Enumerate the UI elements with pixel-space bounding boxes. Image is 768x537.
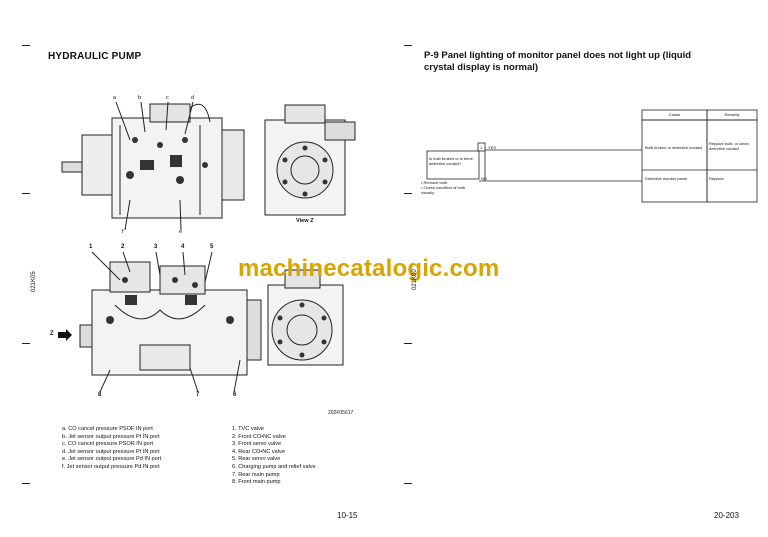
part-item: 5. Rear servo valve	[232, 456, 281, 463]
callout-c: c	[166, 95, 169, 101]
callout-7: 7	[196, 392, 200, 398]
remedy-1: Replace bulb, or clean defective contact	[709, 141, 749, 151]
ports-list: a. CO cancel pressure PSOF IN port b. Je…	[62, 426, 232, 472]
margin-mark	[404, 45, 412, 46]
callout-4: 4	[181, 244, 185, 250]
port-item: b. Jet sensor output pressure Pt IN port	[62, 433, 160, 440]
margin-mark	[404, 483, 412, 484]
no-label: NO	[481, 176, 487, 181]
part-item: 1. TVC valve	[232, 426, 264, 432]
yes-label: YES	[488, 145, 497, 150]
margin-mark	[22, 483, 30, 484]
cause-1: Bulb broken or defective contact	[645, 145, 703, 150]
part-item: 2. Front CO•NC valve	[232, 433, 286, 440]
parts-list: 1. TVC valve 2. Front CO•NC valve 3. Fro…	[232, 426, 392, 487]
question-text: Is bulb broken or is there defective con…	[429, 156, 474, 166]
part-item: 8. Front main pump	[232, 479, 281, 486]
margin-mark	[22, 45, 30, 46]
header-cause: Cause	[668, 112, 681, 117]
view-arrow-icon	[58, 329, 72, 341]
port-item: e. Jet sensor output pressure Pd IN port	[62, 456, 162, 463]
margin-mark	[22, 193, 30, 194]
port-item: c. CO cancel pressure PSOR IN port	[62, 441, 154, 448]
page-title: HYDRAULIC PUMP	[48, 51, 142, 62]
figure-code: 202F05617	[328, 410, 354, 416]
notes: • Remove bulb. • Check condition of bulb…	[421, 180, 477, 195]
watermark: machinecatalogic.com	[238, 255, 500, 282]
view-label: View Z	[296, 218, 314, 224]
callout-b: b	[138, 95, 142, 101]
part-item: 6. Charging pump and relief valve	[232, 463, 316, 470]
page-number-right: 20-203	[714, 511, 739, 520]
margin-mark	[404, 343, 412, 344]
note-item: • Remove bulb.	[421, 180, 449, 185]
cause-2: Defective monitor panel	[645, 176, 688, 181]
note-item: • Check condition of bulb visually.	[421, 185, 466, 195]
callout-6: 6	[233, 392, 237, 398]
part-item: 4. Rear CO•NC valve	[232, 448, 285, 455]
remedy-2: Replace	[709, 176, 724, 181]
port-item: d. Jet sensor output pressure Pt IN port	[62, 448, 160, 455]
part-item: 3. Front servo valve	[232, 441, 282, 448]
page-number-left: 10-15	[337, 511, 358, 520]
callout-1: 1	[89, 244, 93, 250]
callout-a: a	[113, 95, 117, 101]
step-number: 1	[480, 145, 483, 150]
margin-mark	[22, 343, 30, 344]
callout-3: 3	[154, 244, 158, 250]
margin-mark	[404, 193, 412, 194]
header-remedy: Remedy	[724, 112, 740, 117]
arrow-label: Z	[50, 331, 54, 337]
callout-f: f	[122, 229, 124, 235]
callout-8: 8	[98, 392, 102, 398]
part-item: 7. Rear main pump	[232, 471, 280, 478]
callout-5: 5	[210, 244, 214, 250]
callout-e: e	[179, 229, 183, 235]
callout-d: d	[191, 95, 195, 101]
callout-2: 2	[121, 244, 125, 250]
port-item: f. Jet sensor output pressure Pd IN port	[62, 463, 160, 470]
port-item: a. CO cancel pressure PSOF IN port	[62, 426, 153, 432]
section-heading: P-9 Panel lighting of monitor panel does…	[424, 50, 692, 73]
